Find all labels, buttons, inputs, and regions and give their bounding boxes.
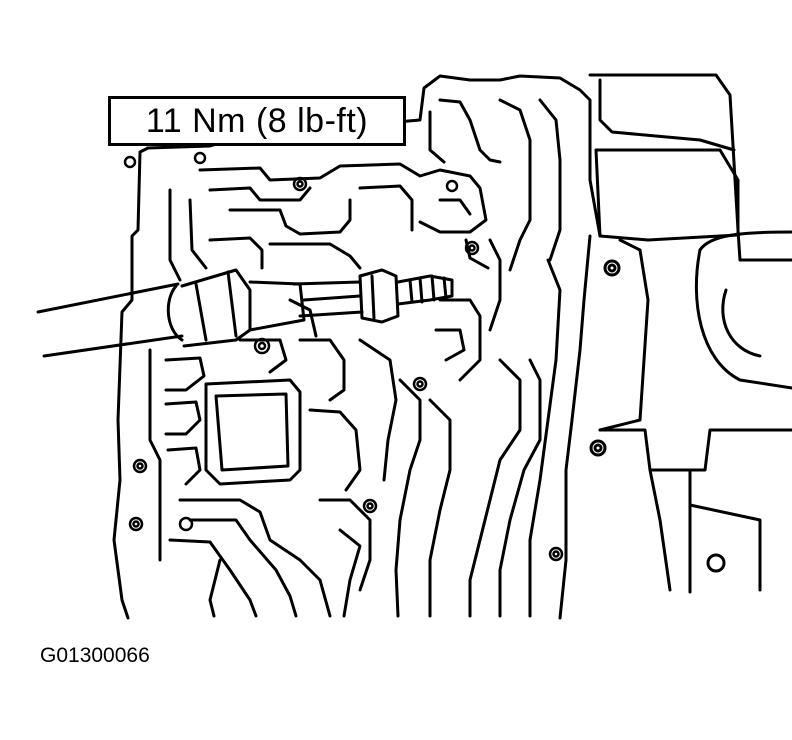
transmission-case <box>588 73 792 594</box>
torque-wrench-extension <box>36 268 454 358</box>
torque-label: 11 Nm (8 lb-ft) <box>145 101 369 140</box>
torque-callout: 11 Nm (8 lb-ft) <box>108 96 406 146</box>
figure-id-label: G01300066 <box>40 644 150 667</box>
valve-body <box>112 74 602 620</box>
